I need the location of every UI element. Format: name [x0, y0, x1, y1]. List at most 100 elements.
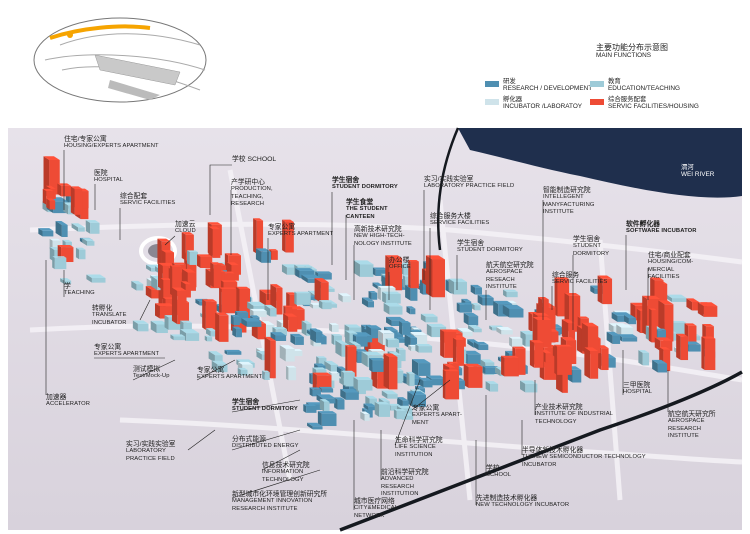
building-block	[353, 377, 373, 391]
building-block	[290, 333, 304, 345]
building-block	[219, 287, 237, 314]
building-block	[393, 409, 406, 420]
building-block	[85, 220, 100, 234]
building-block	[676, 333, 689, 361]
building-block	[666, 294, 687, 302]
building-block	[361, 297, 375, 308]
building-block	[471, 302, 481, 311]
building-block	[382, 291, 401, 304]
building-block	[249, 308, 267, 317]
building-block	[71, 223, 85, 232]
building-block	[132, 320, 149, 332]
building-block	[224, 349, 242, 355]
building-block	[477, 294, 494, 306]
building-block	[442, 369, 460, 400]
building-block	[360, 411, 370, 421]
building-block	[208, 226, 221, 258]
building-block	[324, 360, 339, 372]
building-block	[529, 340, 544, 368]
building-block	[340, 370, 355, 385]
label-school-w: 学校 SCHOOL	[232, 156, 277, 163]
building-block	[496, 327, 513, 335]
building-block	[470, 284, 482, 295]
building-block	[283, 313, 298, 332]
building-block	[202, 299, 217, 330]
building-block	[363, 403, 377, 411]
building-block	[383, 302, 403, 315]
building-block	[456, 302, 472, 313]
building-block	[317, 411, 337, 427]
key-map	[33, 17, 207, 103]
legend-swatch-svc	[590, 99, 604, 105]
building-block	[406, 306, 416, 315]
building-block	[503, 289, 518, 298]
building-block	[131, 280, 144, 291]
building-block	[502, 304, 524, 318]
building-block	[415, 344, 433, 353]
building-block	[43, 156, 60, 195]
building-block	[697, 302, 718, 317]
building-block	[264, 336, 276, 379]
building-block	[501, 355, 519, 377]
building-block	[230, 315, 240, 326]
building-block	[334, 397, 345, 410]
building-block	[60, 278, 72, 285]
building-block	[340, 388, 359, 400]
building-block	[406, 371, 415, 387]
building-block	[160, 278, 172, 300]
building-block	[369, 358, 386, 372]
building-block	[215, 312, 229, 342]
building-block	[262, 370, 270, 380]
building-block	[86, 274, 106, 283]
building-block	[197, 254, 213, 269]
building-block	[606, 331, 621, 344]
building-block	[425, 255, 445, 298]
building-block	[204, 335, 213, 342]
building-block	[448, 278, 468, 295]
building-block	[405, 284, 418, 301]
building-block	[374, 401, 391, 417]
building-block	[617, 334, 638, 342]
building-block	[46, 198, 56, 210]
building-block	[294, 291, 311, 305]
building-block	[532, 316, 552, 348]
building-block	[52, 256, 67, 270]
building-block	[171, 287, 187, 325]
building-block	[554, 344, 572, 375]
building-block	[420, 313, 438, 323]
building-block	[170, 334, 185, 341]
building-block	[55, 221, 68, 237]
building-block	[385, 338, 400, 348]
building-block	[485, 381, 499, 392]
building-block	[463, 312, 479, 326]
diagram-title-zh: 主要功能分布示意图	[596, 43, 668, 52]
building-block	[310, 328, 322, 343]
